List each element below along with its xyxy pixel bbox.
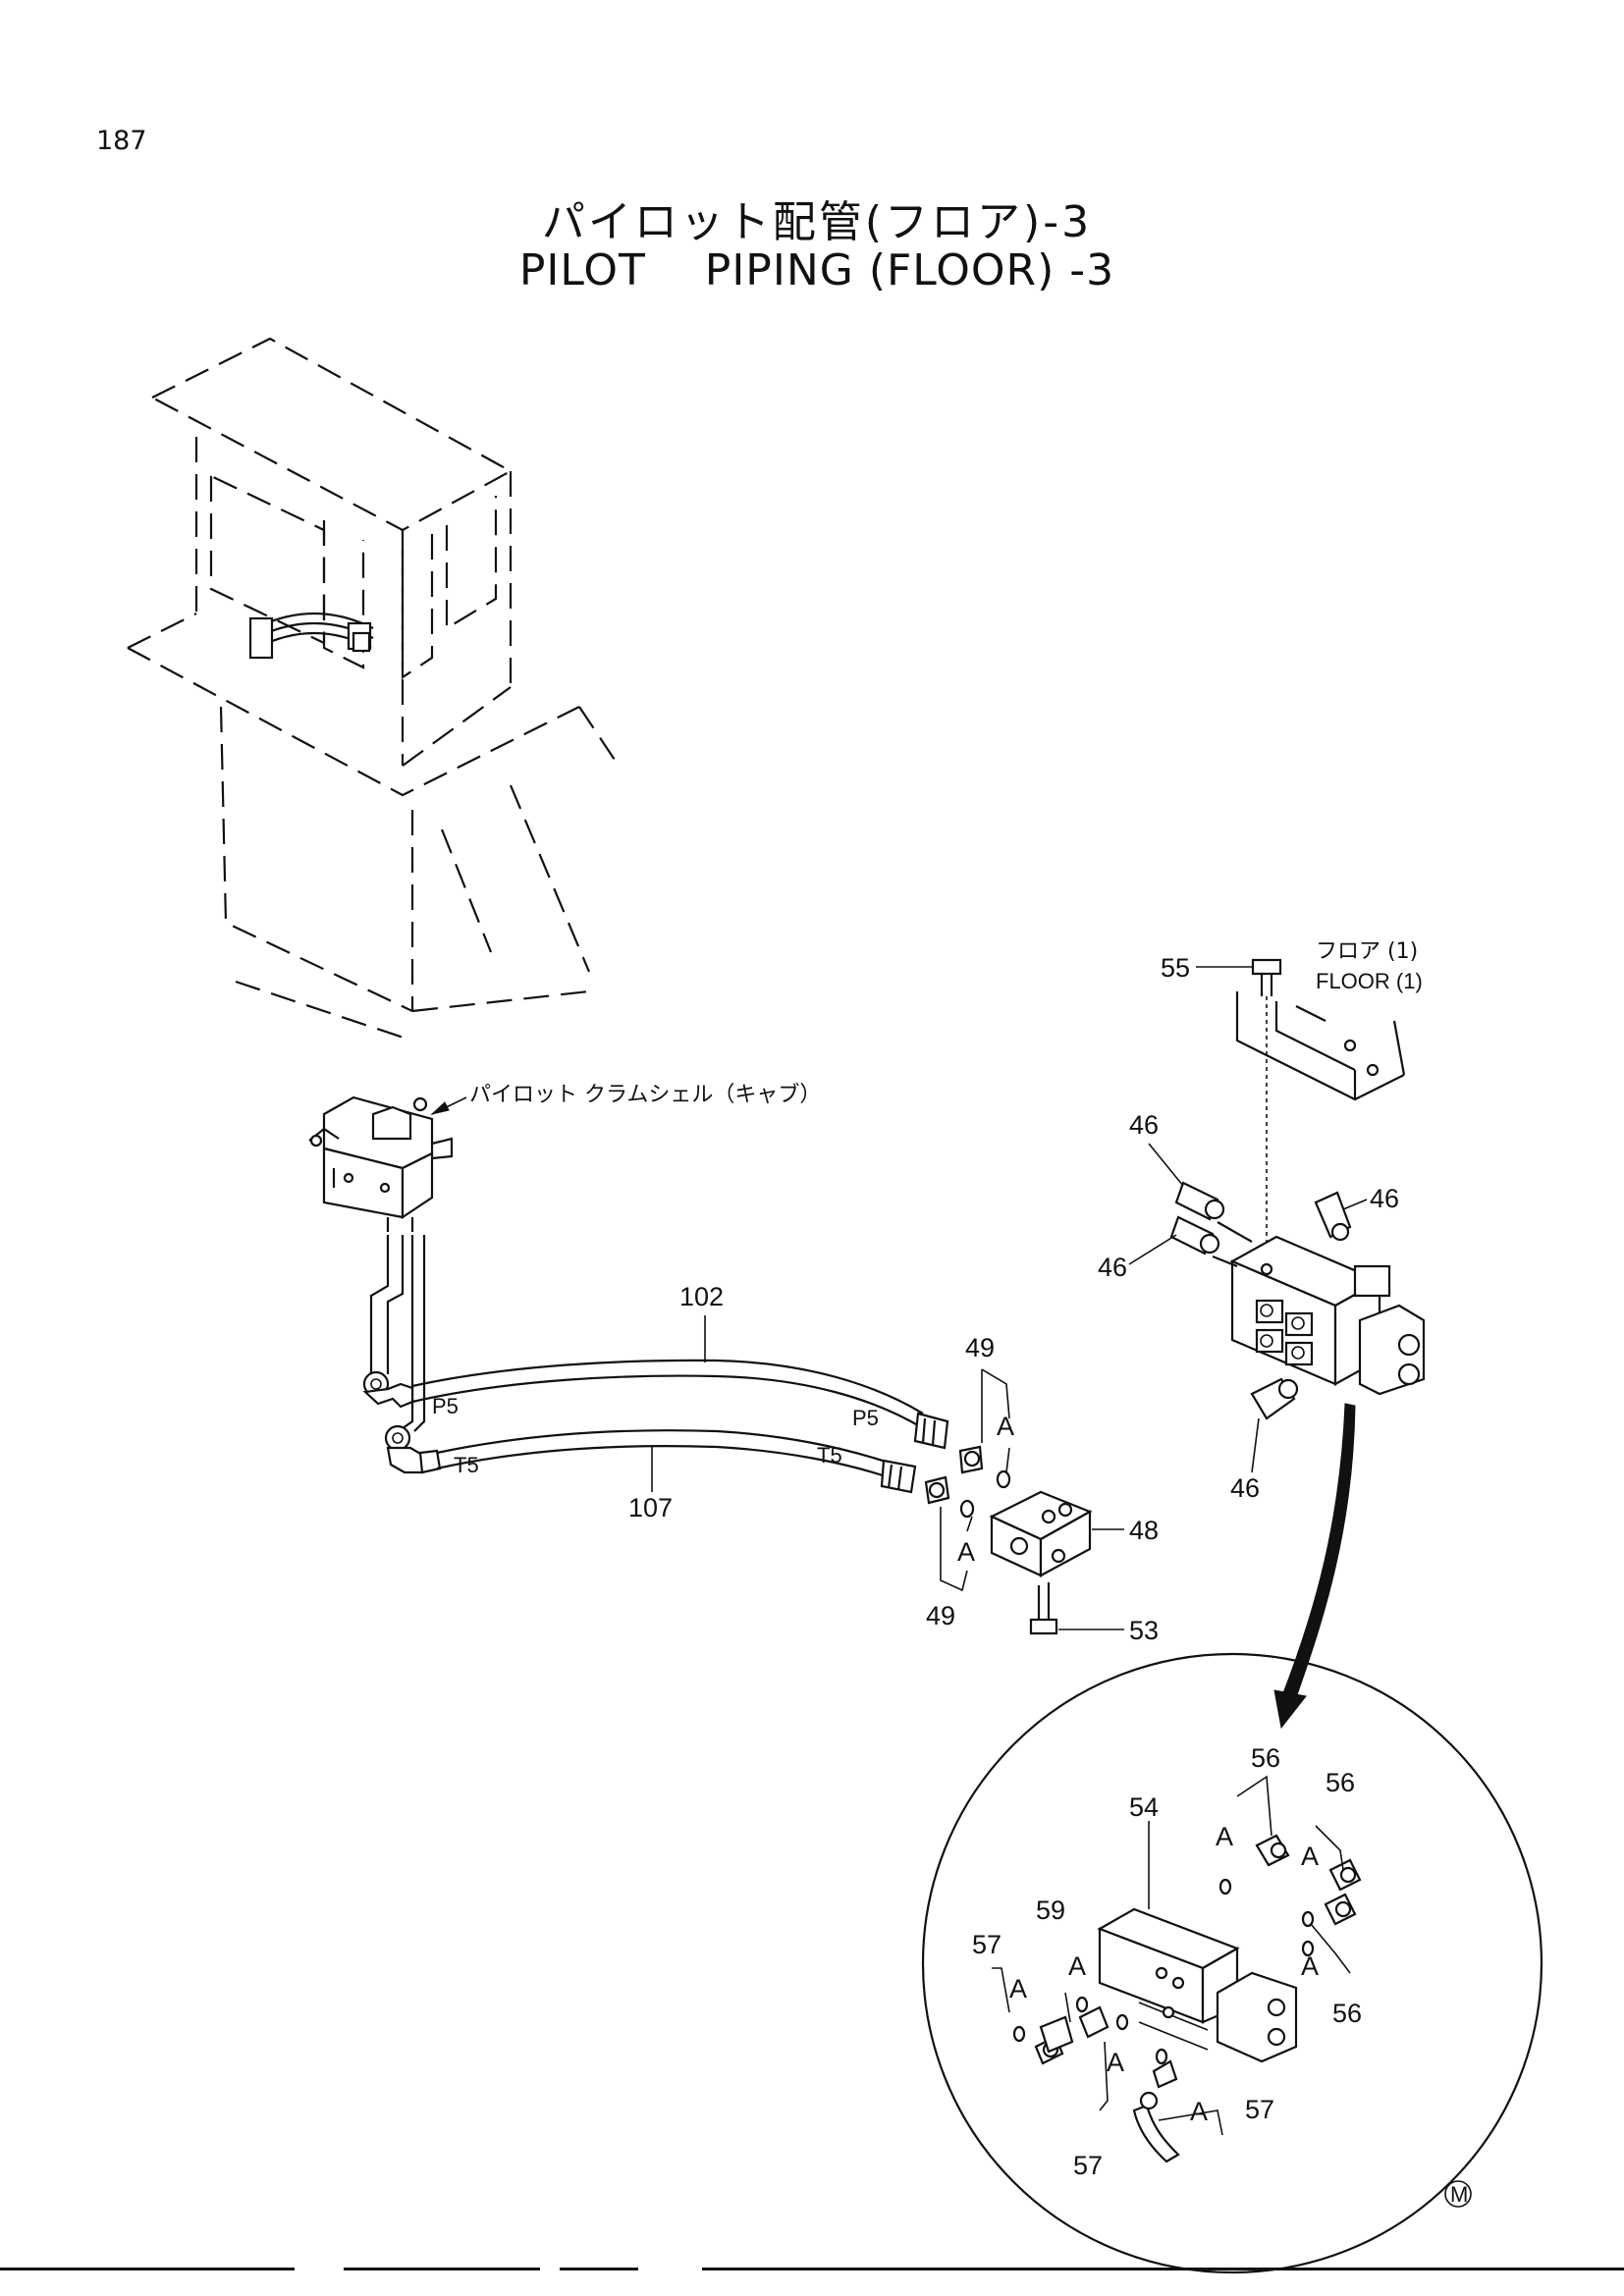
pilot-valve-clamshell: [308, 1095, 454, 1232]
callout-56-c: 56: [1332, 1999, 1362, 2028]
pilot-valve-lines: [369, 1235, 426, 1432]
detail-a-marker-1: A: [1216, 1822, 1233, 1851]
callout-107: 107: [628, 1493, 673, 1522]
hose-label-p5-left: P5: [432, 1394, 459, 1418]
detail-a-marker-5: A: [1068, 1951, 1086, 1981]
callout-56-a: 56: [1251, 1743, 1280, 1773]
hose-102: [411, 1359, 924, 1429]
callout-46-d: 46: [1230, 1473, 1260, 1503]
view-a-bracket-lower: [940, 1507, 973, 1592]
callout-54: 54: [1129, 1792, 1159, 1822]
pilot-valve-label: パイロット クラムシェル（キャブ）: [469, 1083, 821, 1107]
callout-46-a: 46: [1129, 1110, 1159, 1140]
detail-pointer-arrow: [1273, 1403, 1356, 1730]
detail-a-marker-3: A: [1301, 1951, 1319, 1981]
detail-a-marker-2: A: [1301, 1842, 1319, 1871]
detail-valve-body-54: [1097, 1821, 1298, 2063]
cab-harness: [248, 612, 374, 660]
hose-107: [436, 1429, 890, 1479]
hose-label-p5-right: P5: [852, 1406, 879, 1430]
detail-a-brackets: [992, 1775, 1351, 2136]
bolt-53: [1029, 1582, 1058, 1635]
callout-56-b: 56: [1326, 1768, 1355, 1797]
bolt-55: [1251, 958, 1282, 1266]
fittings-46: [1169, 1181, 1352, 1420]
callout-48: 48: [1129, 1516, 1159, 1545]
m-mark-text: M: [1450, 2182, 1468, 2207]
callout-55: 55: [1161, 953, 1190, 983]
o-rings: [959, 1469, 1011, 1519]
title-english: PILOT PIPING (FLOOR) -3: [518, 245, 1115, 295]
hose-label-t5-left: T5: [454, 1453, 479, 1477]
detail-fittings: [1012, 1834, 1362, 2163]
floor-plate: [1235, 991, 1406, 1101]
detail-a-marker-4: A: [1009, 1974, 1027, 2003]
view-a-marker-1: A: [997, 1412, 1014, 1441]
footer-rule-4: [702, 2268, 1624, 2270]
callout-57-c: 57: [1245, 2095, 1274, 2124]
callout-102: 102: [679, 1282, 724, 1311]
view-a-marker-2: A: [957, 1537, 975, 1567]
callout-46-c: 46: [1098, 1253, 1127, 1282]
floor-label-en: FLOOR (1): [1316, 969, 1423, 993]
cab-phantom-outline: [127, 337, 620, 1042]
detail-a-marker-7: A: [1190, 2097, 1208, 2126]
callout-49-bottom: 49: [926, 1601, 955, 1630]
adapter-49-upper: [958, 1445, 984, 1474]
callout-46-b: 46: [1370, 1184, 1399, 1213]
hose-label-t5-right: T5: [817, 1443, 842, 1468]
detail-a-marker-6: A: [1107, 2048, 1124, 2077]
callout-53: 53: [1129, 1616, 1159, 1645]
manifold-block-48: [989, 1490, 1093, 1577]
footer-rule-1: [0, 2268, 295, 2270]
view-a-bracket-upper: [981, 1368, 1010, 1473]
callout-57-b: 57: [1073, 2151, 1103, 2180]
floor-label-jp: フロア (1): [1316, 939, 1418, 964]
detail-view-circle: [921, 1652, 1543, 2274]
hose-left-fittings: [362, 1370, 442, 1474]
footer-rule-3: [560, 2268, 638, 2270]
adapter-49-lower: [924, 1475, 950, 1505]
page-number: 187: [96, 126, 147, 156]
footer-rule-2: [344, 2268, 540, 2270]
hose-right-fittings: [880, 1412, 949, 1494]
callout-57-a: 57: [972, 1930, 1001, 1959]
pilot-valve-leader: [430, 1096, 467, 1115]
callout-59: 59: [1036, 1896, 1065, 1925]
circled-m-mark: M: [1444, 2180, 1472, 2208]
control-valve-assembly: [1229, 1235, 1426, 1396]
callout-49-top: 49: [965, 1333, 995, 1362]
title-japanese: パイロット配管(フロア)-3: [541, 197, 1093, 247]
